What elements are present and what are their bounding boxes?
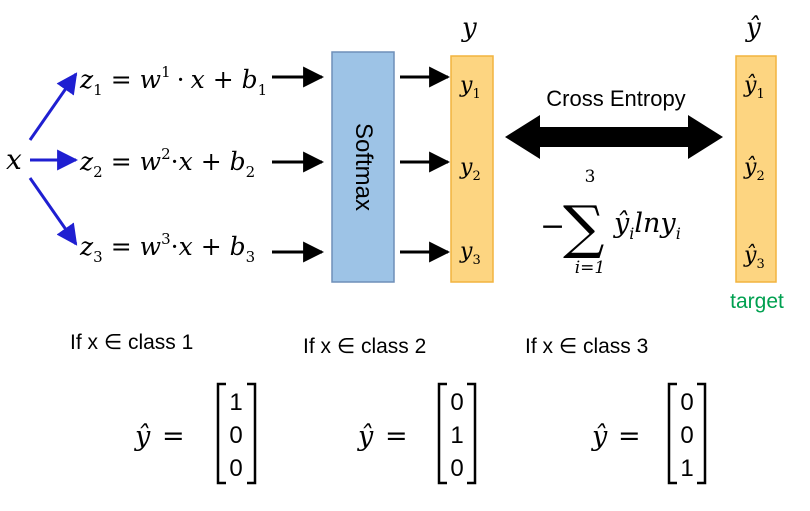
vector-entry: 0 [229,422,242,449]
class-2-equals: = [385,421,408,452]
output-y3: y3 [459,239,481,268]
class-3-yhat: ŷ [591,421,608,452]
output-y2: y2 [459,155,481,184]
class-1-label: If x ∈ class 1 [70,331,193,354]
class-2-yhat: ŷ [357,421,374,452]
softmax-label: Softmax [350,123,377,211]
class-2-vector: 0 1 0 [437,382,477,485]
class-3-equals: = [618,421,641,452]
vector-entry: 0 [450,455,463,482]
vector-entry: 1 [450,422,463,449]
right-bracket [247,382,257,485]
class-3-label: If x ∈ class 3 [525,335,648,358]
output-y1: y1 [459,73,481,102]
output-title: y [461,13,477,43]
cross-entropy-formula: − ∑ 3 i=1 ŷilnyi [540,167,681,278]
target-box [735,55,777,283]
vector-entry: 0 [229,455,242,482]
target-caption: target [730,290,784,313]
vector-entry: 1 [229,389,242,416]
target-y2: ŷ2 [743,155,765,184]
class-1-vector: 1 0 0 [216,382,257,485]
arrow-x-to-z1 [28,72,78,141]
target-y1: ŷ1 [743,73,765,102]
left-bracket [437,382,447,485]
softmax-block [331,51,395,283]
class-2-label: If x ∈ class 2 [303,335,426,358]
class-1-equals: = [162,421,185,452]
formula-term: ŷilnyi [613,208,681,243]
vector-entry: 0 [680,389,693,416]
right-bracket [467,382,477,485]
vector-entry: 1 [680,455,693,482]
right-bracket [697,382,707,485]
formula-minus: − [540,209,565,244]
svg-text:z3=w3·x+b3: z3=w3·x+b3 [79,230,255,266]
left-bracket [667,382,677,485]
cross-entropy-label: Cross Entropy [546,86,685,111]
equation-z3: z3=w3·x+b3 [79,230,255,266]
equation-z1: z1=w1·x+b1 [79,63,267,99]
cross-entropy-double-arrow [505,115,723,159]
target-y3: ŷ3 [743,243,765,272]
target-title: ŷ [745,13,761,43]
vector-entry: 0 [680,422,693,449]
svg-text:z1=w1·x+b1: z1=w1·x+b1 [79,63,267,99]
arrow-x-to-z3 [28,177,78,246]
input-x: x [6,143,22,176]
sigma-upper: 3 [585,167,596,187]
vector-entry: 0 [450,389,463,416]
equation-z2: z2=w2·x+b2 [79,145,255,181]
class-1-yhat: ŷ [134,421,151,452]
svg-text:z2=w2·x+b2: z2=w2·x+b2 [79,145,255,181]
output-box [450,55,494,283]
class-3-vector: 0 0 1 [667,382,707,485]
left-bracket [216,382,226,485]
sigma-symbol: ∑ [563,193,604,261]
sigma-lower: i=1 [575,258,606,278]
